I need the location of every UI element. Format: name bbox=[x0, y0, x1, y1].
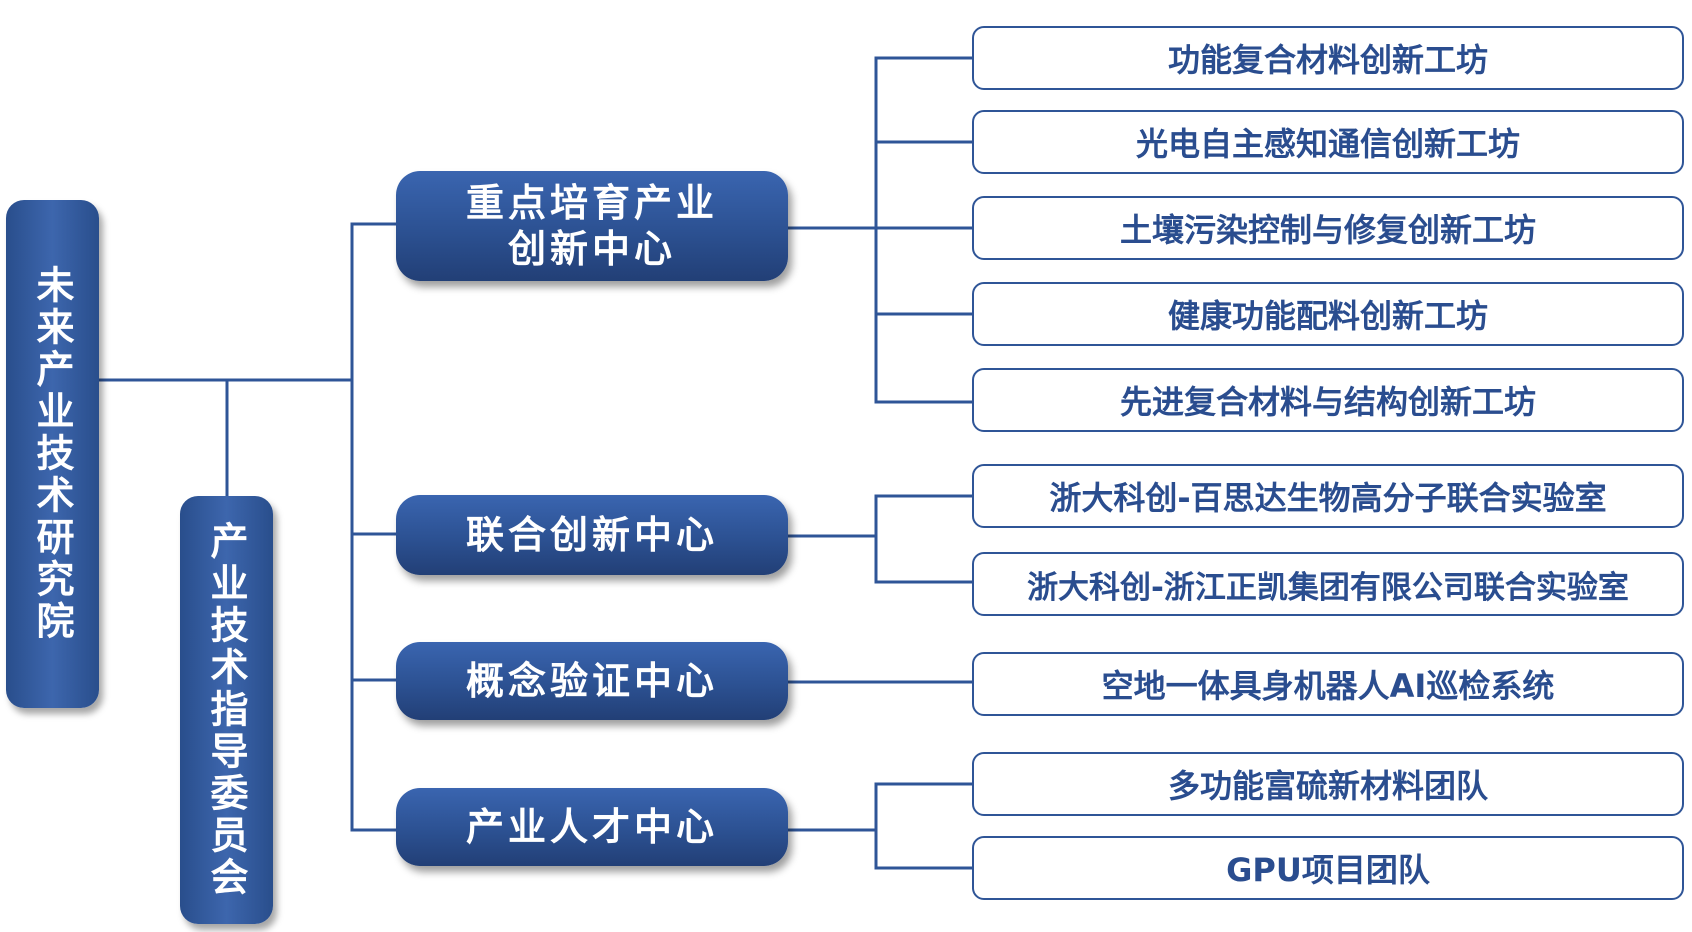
unit-node: 健康功能配料创新工坊 bbox=[972, 282, 1684, 346]
unit-node: 功能复合材料创新工坊 bbox=[972, 26, 1684, 90]
center-node-talent: 产业人才中心 bbox=[396, 788, 788, 866]
center-node-key-cultivation: 重点培育产业 创新中心 bbox=[396, 171, 788, 281]
root-node: 未来产业技术研究院 bbox=[6, 200, 99, 708]
unit-node: GPU项目团队 bbox=[972, 836, 1684, 900]
committee-node: 产业技术指导委员会 bbox=[180, 496, 273, 924]
unit-node: 浙大科创-百思达生物高分子联合实验室 bbox=[972, 464, 1684, 528]
unit-node: 先进复合材料与结构创新工坊 bbox=[972, 368, 1684, 432]
unit-node: 多功能富硫新材料团队 bbox=[972, 752, 1684, 816]
center-node-joint-innovation: 联合创新中心 bbox=[396, 495, 788, 575]
unit-node: 光电自主感知通信创新工坊 bbox=[972, 110, 1684, 174]
unit-node: 浙大科创-浙江正凯集团有限公司联合实验室 bbox=[972, 552, 1684, 616]
center-node-proof-of-concept: 概念验证中心 bbox=[396, 642, 788, 720]
unit-node: 空地一体具身机器人AI巡检系统 bbox=[972, 652, 1684, 716]
unit-node: 土壤污染控制与修复创新工坊 bbox=[972, 196, 1684, 260]
